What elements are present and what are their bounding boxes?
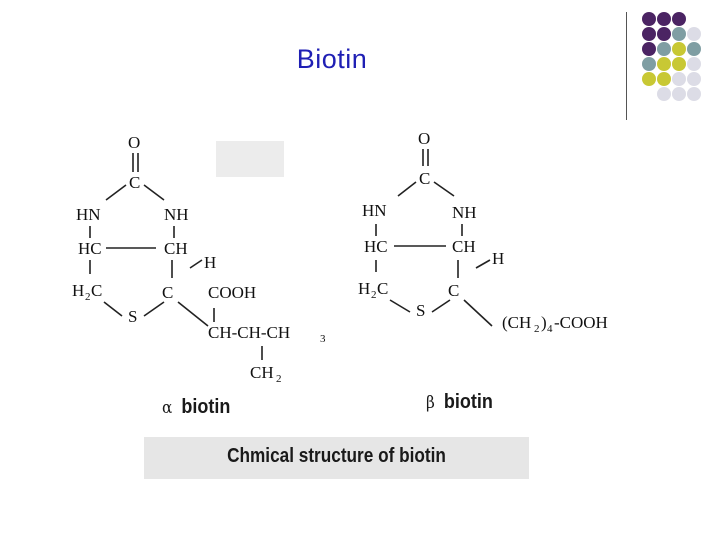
decorative-dot-grid [640, 10, 720, 120]
decorative-dot [687, 27, 701, 41]
decorative-dot [672, 12, 686, 26]
decorative-dot [642, 12, 656, 26]
alpha-atom-h2c-sub: 2 [85, 291, 91, 303]
beta-atom-tail-sub2: 4 [547, 323, 553, 335]
decorative-dot [642, 72, 656, 86]
divider-line [626, 12, 627, 120]
beta-atom-tail-sub: 2 [534, 323, 540, 335]
alpha-label-text: biotin [181, 396, 231, 418]
decorative-dot [657, 87, 671, 101]
decorative-dot [672, 72, 686, 86]
decorative-dot [657, 57, 671, 71]
decorative-dot [642, 27, 656, 41]
beta-atom-h2c-c: C [377, 279, 388, 298]
decorative-dot [687, 57, 701, 71]
beta-atom-nh: NH [452, 203, 477, 222]
beta-atom-tail-open: (CH [502, 313, 531, 332]
decorative-dot [657, 42, 671, 56]
decorative-dot [672, 42, 686, 56]
alpha-biotin-structure: O C HN NH HC CH H H 2 C C S COOH [72, 133, 326, 385]
alpha-atom-hn: HN [76, 205, 101, 224]
decorative-dot [657, 72, 671, 86]
decorative-dot [642, 57, 656, 71]
decorative-dot [687, 87, 701, 101]
beta-atom-o: O [418, 129, 430, 148]
beta-atom-ch: CH [452, 237, 476, 256]
beta-atom-h2c-sub: 2 [371, 289, 377, 301]
beta-atom-tail-end: -COOH [554, 313, 608, 332]
alpha-atom-ch: CH [164, 239, 188, 258]
alpha-atom-cooh: COOH [208, 283, 256, 302]
alpha-atom-c-top: C [129, 173, 140, 192]
scan-artifact-box [216, 141, 284, 177]
alpha-atom-h2c-c: C [91, 281, 102, 300]
beta-atom-hc: HC [364, 237, 388, 256]
biotin-structures-figure: O C HN NH HC CH H H 2 C C S COOH [72, 129, 608, 385]
decorative-dot [687, 42, 701, 56]
alpha-atom-h2c-h: H [72, 281, 84, 300]
decorative-dot [672, 27, 686, 41]
decorative-dot [672, 87, 686, 101]
alpha-atom-o: O [128, 133, 140, 152]
beta-atom-hn: HN [362, 201, 387, 220]
slide-title: Biotin [296, 44, 368, 74]
figure-caption: Chmical structure of biotin [227, 445, 446, 467]
beta-biotin-structure: O C HN NH HC CH H H 2 C C S (CH [358, 129, 608, 335]
alpha-atom-chain: CH-CH-CH [208, 323, 290, 342]
alpha-atom-nh: NH [164, 205, 189, 224]
alpha-atom-ch2-sub: 2 [276, 373, 282, 385]
alpha-atom-c-low: C [162, 283, 173, 302]
alpha-atom-s: S [128, 307, 137, 326]
decorative-dot [642, 42, 656, 56]
alpha-atom-h: H [204, 253, 216, 272]
decorative-dot [657, 27, 671, 41]
beta-label-text: biotin [443, 391, 493, 413]
alpha-atom-chain-sub: 3 [320, 333, 326, 345]
decorative-dot [672, 57, 686, 71]
alpha-atom-hc: HC [78, 239, 102, 258]
beta-atom-h: H [492, 249, 504, 268]
beta-atom-c-top: C [419, 169, 430, 188]
beta-atom-tail-close: ) [541, 313, 547, 332]
beta-symbol: β [426, 393, 435, 413]
alpha-atom-ch2: CH [250, 363, 274, 382]
decorative-dot [657, 12, 671, 26]
decorative-dot [687, 72, 701, 86]
beta-atom-s: S [416, 301, 425, 320]
beta-atom-h2c-h: H [358, 279, 370, 298]
figure-caption-bar: Chmical structure of biotin [144, 437, 529, 479]
alpha-symbol: α [162, 398, 173, 418]
beta-atom-c-low: C [448, 281, 459, 300]
